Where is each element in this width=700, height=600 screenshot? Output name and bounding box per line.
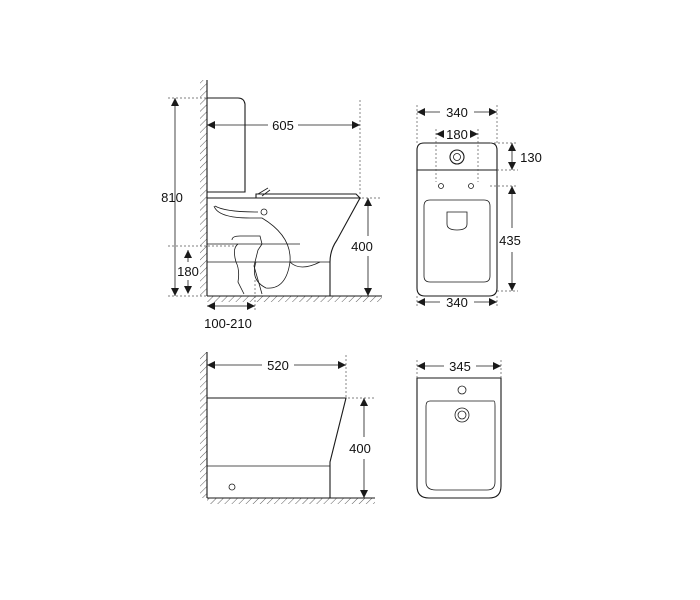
bidet-side-view: 520 400 (200, 352, 375, 504)
cistern-outline (207, 97, 246, 193)
dim-label: 340 (446, 295, 468, 310)
dim-bidet-depth-520: 520 (207, 358, 346, 373)
dim-label: 810 (161, 190, 183, 205)
bowl-inner (423, 199, 491, 283)
wall-hatch (200, 352, 207, 498)
tap-hole (457, 385, 467, 395)
toilet-side-view: 810 605 400 180 (161, 80, 382, 331)
dim-button-spacing-180: 180 (436, 127, 478, 142)
dim-bidet-width-345: 345 (417, 359, 501, 374)
dim-depth-605: 605 (207, 118, 360, 133)
dim-label: 340 (446, 105, 468, 120)
dim-label: 345 (449, 359, 471, 374)
dim-height-810: 810 (161, 98, 183, 296)
dim-label: 605 (272, 118, 294, 133)
bidet-body-outline (207, 397, 347, 499)
wall-hatch (200, 80, 207, 296)
seat-lid (255, 193, 362, 199)
dim-bidet-height-400: 400 (349, 398, 371, 498)
bidet-top-outline (416, 377, 502, 499)
tank-top-outline (416, 142, 498, 171)
trap-outline (231, 235, 263, 295)
floor-hatch (207, 498, 375, 504)
dim-label: 180 (446, 127, 468, 142)
dim-base-width-340: 340 (417, 295, 497, 310)
dim-seat-400: 400 (351, 198, 373, 296)
bidet-basin (425, 400, 496, 491)
dim-offset-100-210: 100-210 (204, 302, 255, 331)
bidet-top-view: 345 (416, 359, 502, 499)
dim-label: 130 (520, 150, 542, 165)
dim-label: 400 (349, 441, 371, 456)
waste-outlet (228, 483, 236, 491)
toilet-top-view: 340 180 130 435 (416, 105, 542, 310)
dim-label: 180 (177, 264, 199, 279)
dim-tank-depth-130: 130 (508, 143, 542, 170)
inner-bowl (213, 205, 291, 289)
dim-label: 400 (351, 239, 373, 254)
dim-tank-width-340: 340 (417, 105, 497, 120)
floor-hatch (207, 296, 382, 302)
dim-outlet-180: 180 (177, 250, 199, 294)
dim-label: 520 (267, 358, 289, 373)
dim-label: 435 (499, 233, 521, 248)
dim-bowl-depth-435: 435 (499, 186, 521, 291)
flush-button (449, 149, 465, 165)
bowl-top-outline (416, 169, 498, 297)
dim-label: 100-210 (204, 316, 252, 331)
